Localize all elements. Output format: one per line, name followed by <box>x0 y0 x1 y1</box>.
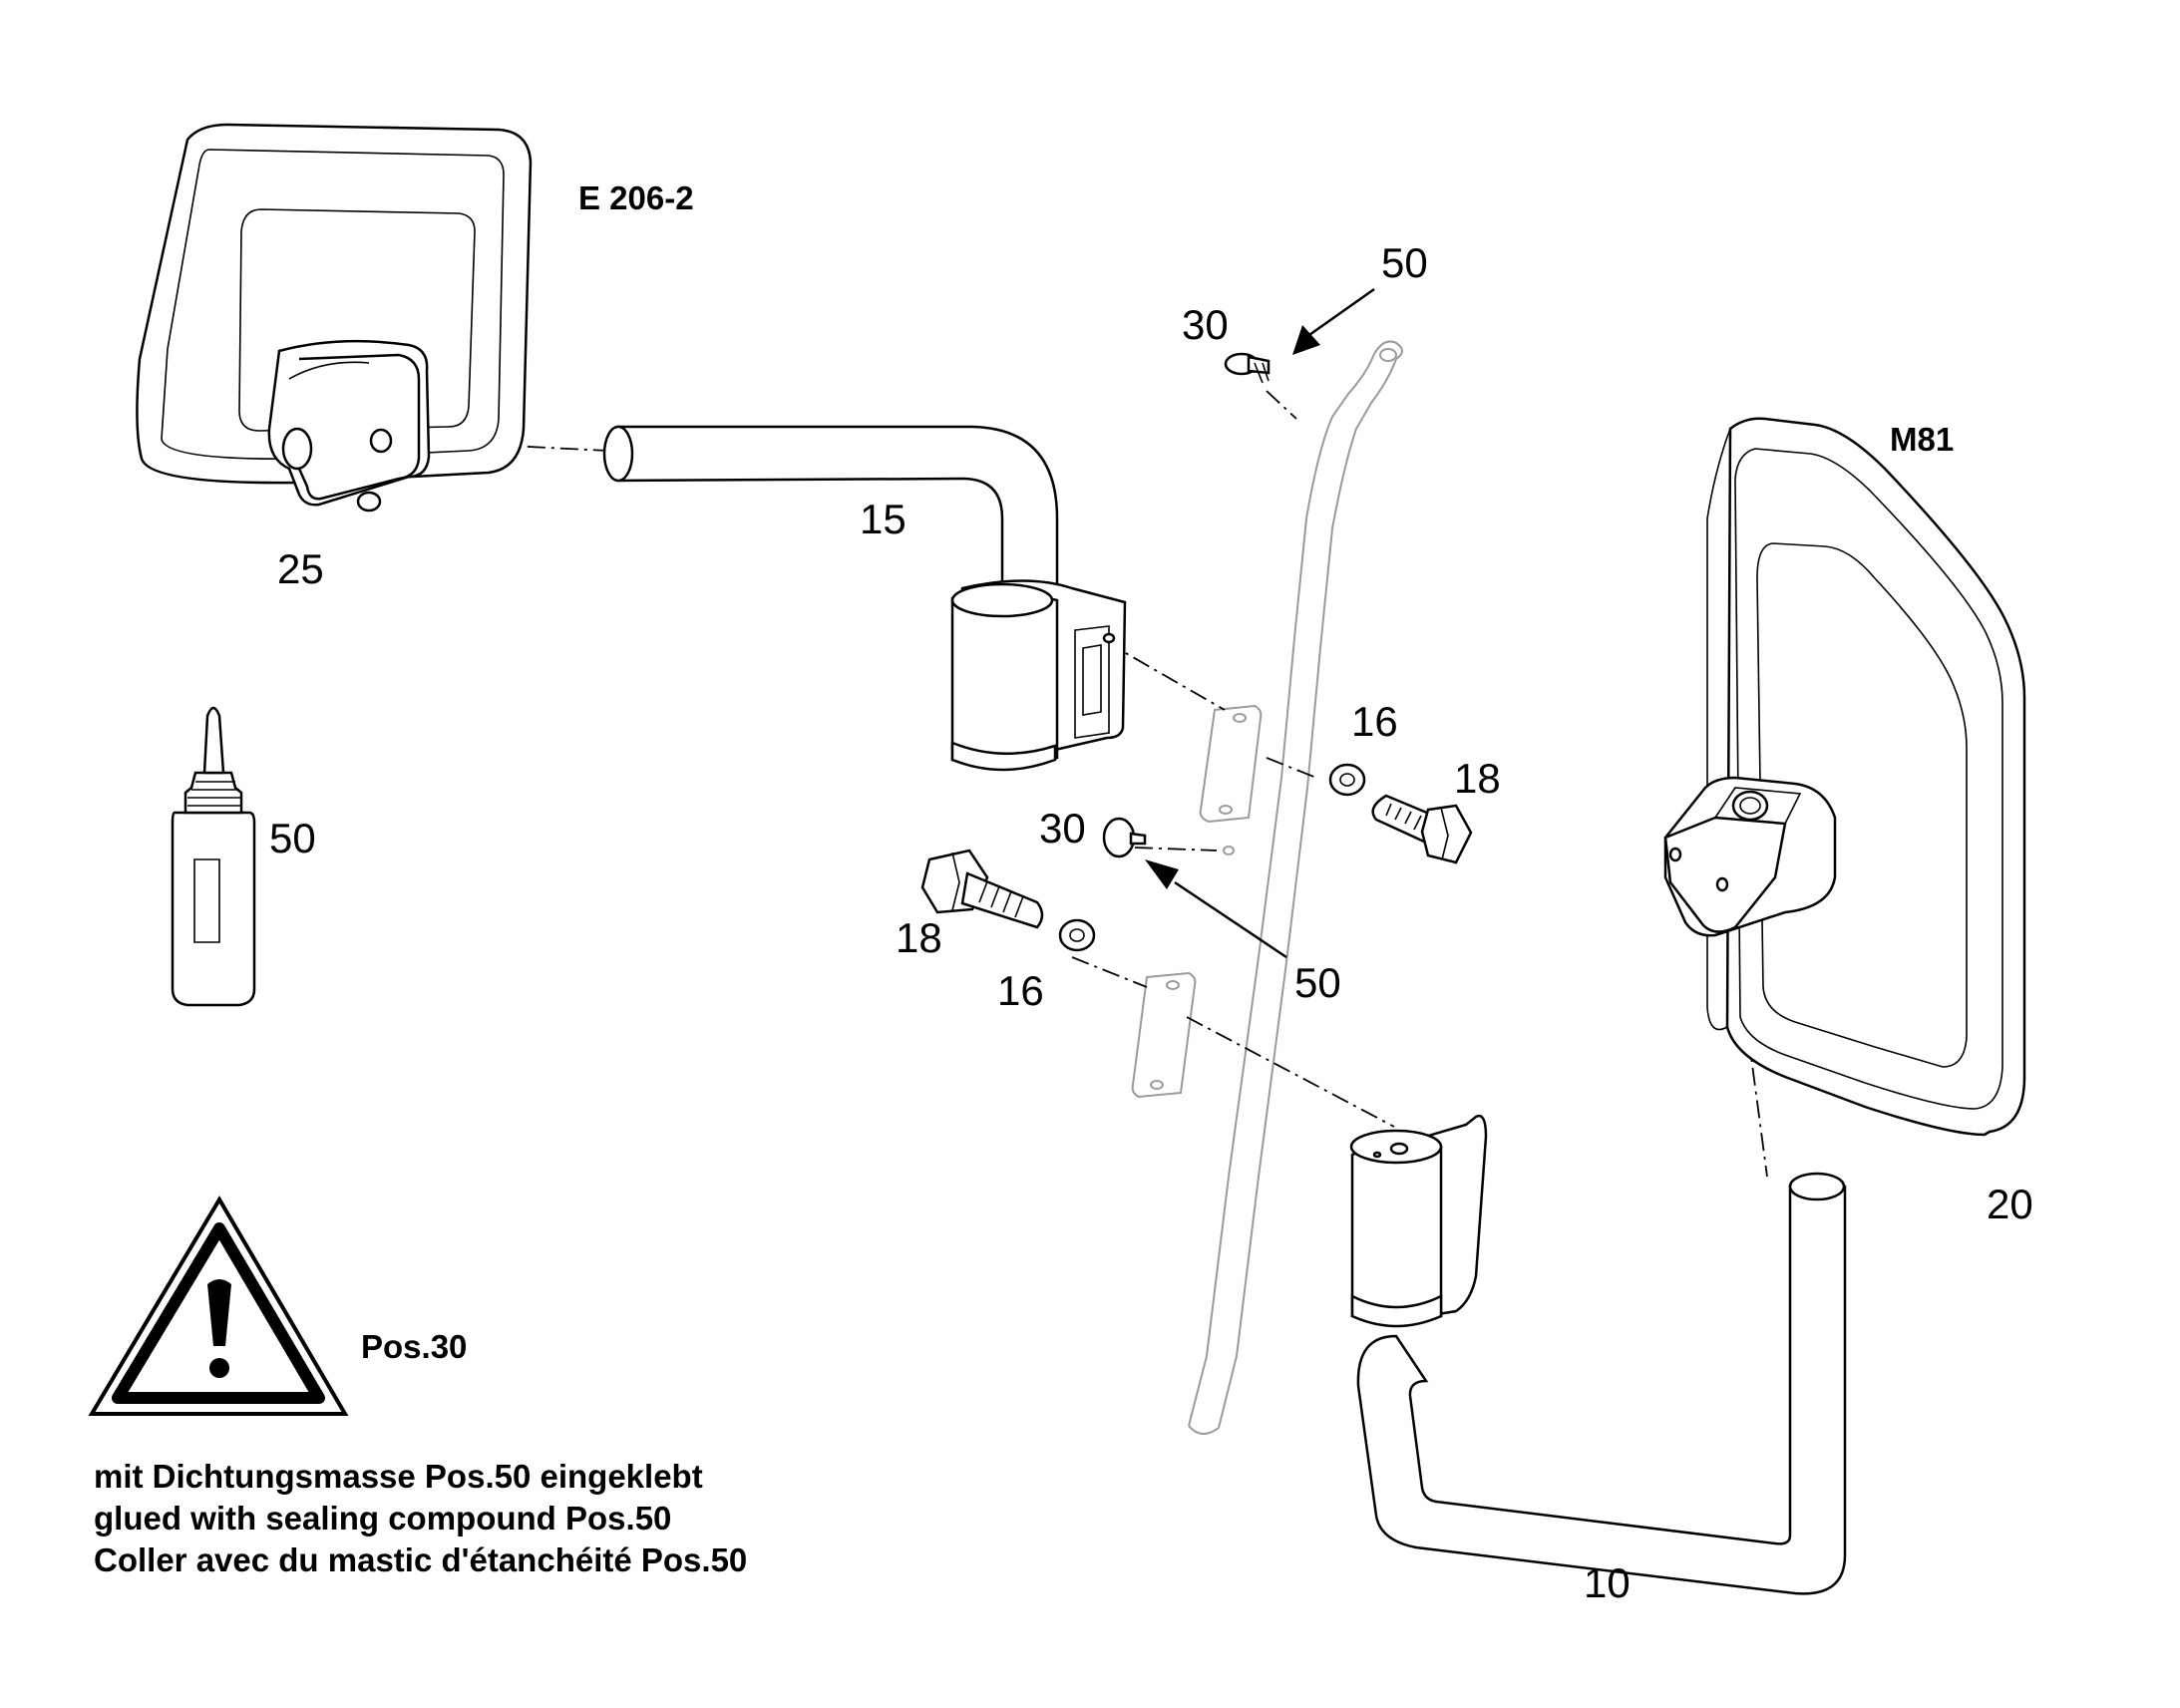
part-number-sealant-tube: 50 <box>269 815 316 861</box>
bolt-left <box>920 849 1044 929</box>
note-line-german: mit Dichtungsmasse Pos.50 eingeklebt <box>94 1458 703 1495</box>
sealant-tube <box>171 706 256 1007</box>
part-number-washer-right: 16 <box>1351 698 1398 745</box>
model-label-left-mirror: E 206-2 <box>578 179 694 216</box>
mirror-right <box>1663 417 2026 1137</box>
warning-icon <box>88 1196 349 1416</box>
part-number-cap-top: 30 <box>1182 301 1229 348</box>
part-number-cap-mid: 30 <box>1039 805 1086 852</box>
arm-lower <box>1349 1114 1847 1595</box>
note-line-french: Coller avec du mastic d'étanchéité Pos.5… <box>94 1541 747 1578</box>
note-title: Pos.30 <box>361 1328 467 1365</box>
part-number-cap-top-arrow: 50 <box>1381 239 1428 286</box>
part-number-bolt-left: 18 <box>896 914 942 961</box>
part-number-arm-lower: 10 <box>1584 1559 1631 1606</box>
washer-left <box>1058 918 1096 952</box>
part-number-mirror-left: 25 <box>277 545 324 592</box>
part-number-mirror-right: 20 <box>1987 1181 2033 1227</box>
bolt-right <box>1371 794 1473 864</box>
mirror-left <box>136 123 533 512</box>
leader-arrow-mid <box>1145 859 1287 959</box>
leader-arrow-top <box>1292 287 1375 355</box>
model-label-right-mirror: M81 <box>1890 421 1954 458</box>
part-number-cap-mid-arrow: 50 <box>1294 959 1341 1006</box>
frame-lug-lower <box>1131 971 1197 1099</box>
part-number-arm-upper: 15 <box>860 496 907 542</box>
note-line-english: glued with sealing compound Pos.50 <box>94 1500 671 1537</box>
arm-upper <box>602 425 1127 772</box>
frame-tube <box>1131 340 1403 1435</box>
cap-top <box>1224 352 1271 384</box>
part-number-bolt-right: 18 <box>1454 755 1501 802</box>
cap-mid <box>1102 817 1147 858</box>
assembly-lines <box>428 390 1768 1178</box>
washer-right <box>1328 763 1366 797</box>
frame-lug-upper <box>1199 704 1263 824</box>
part-number-washer-left: 16 <box>997 967 1044 1014</box>
